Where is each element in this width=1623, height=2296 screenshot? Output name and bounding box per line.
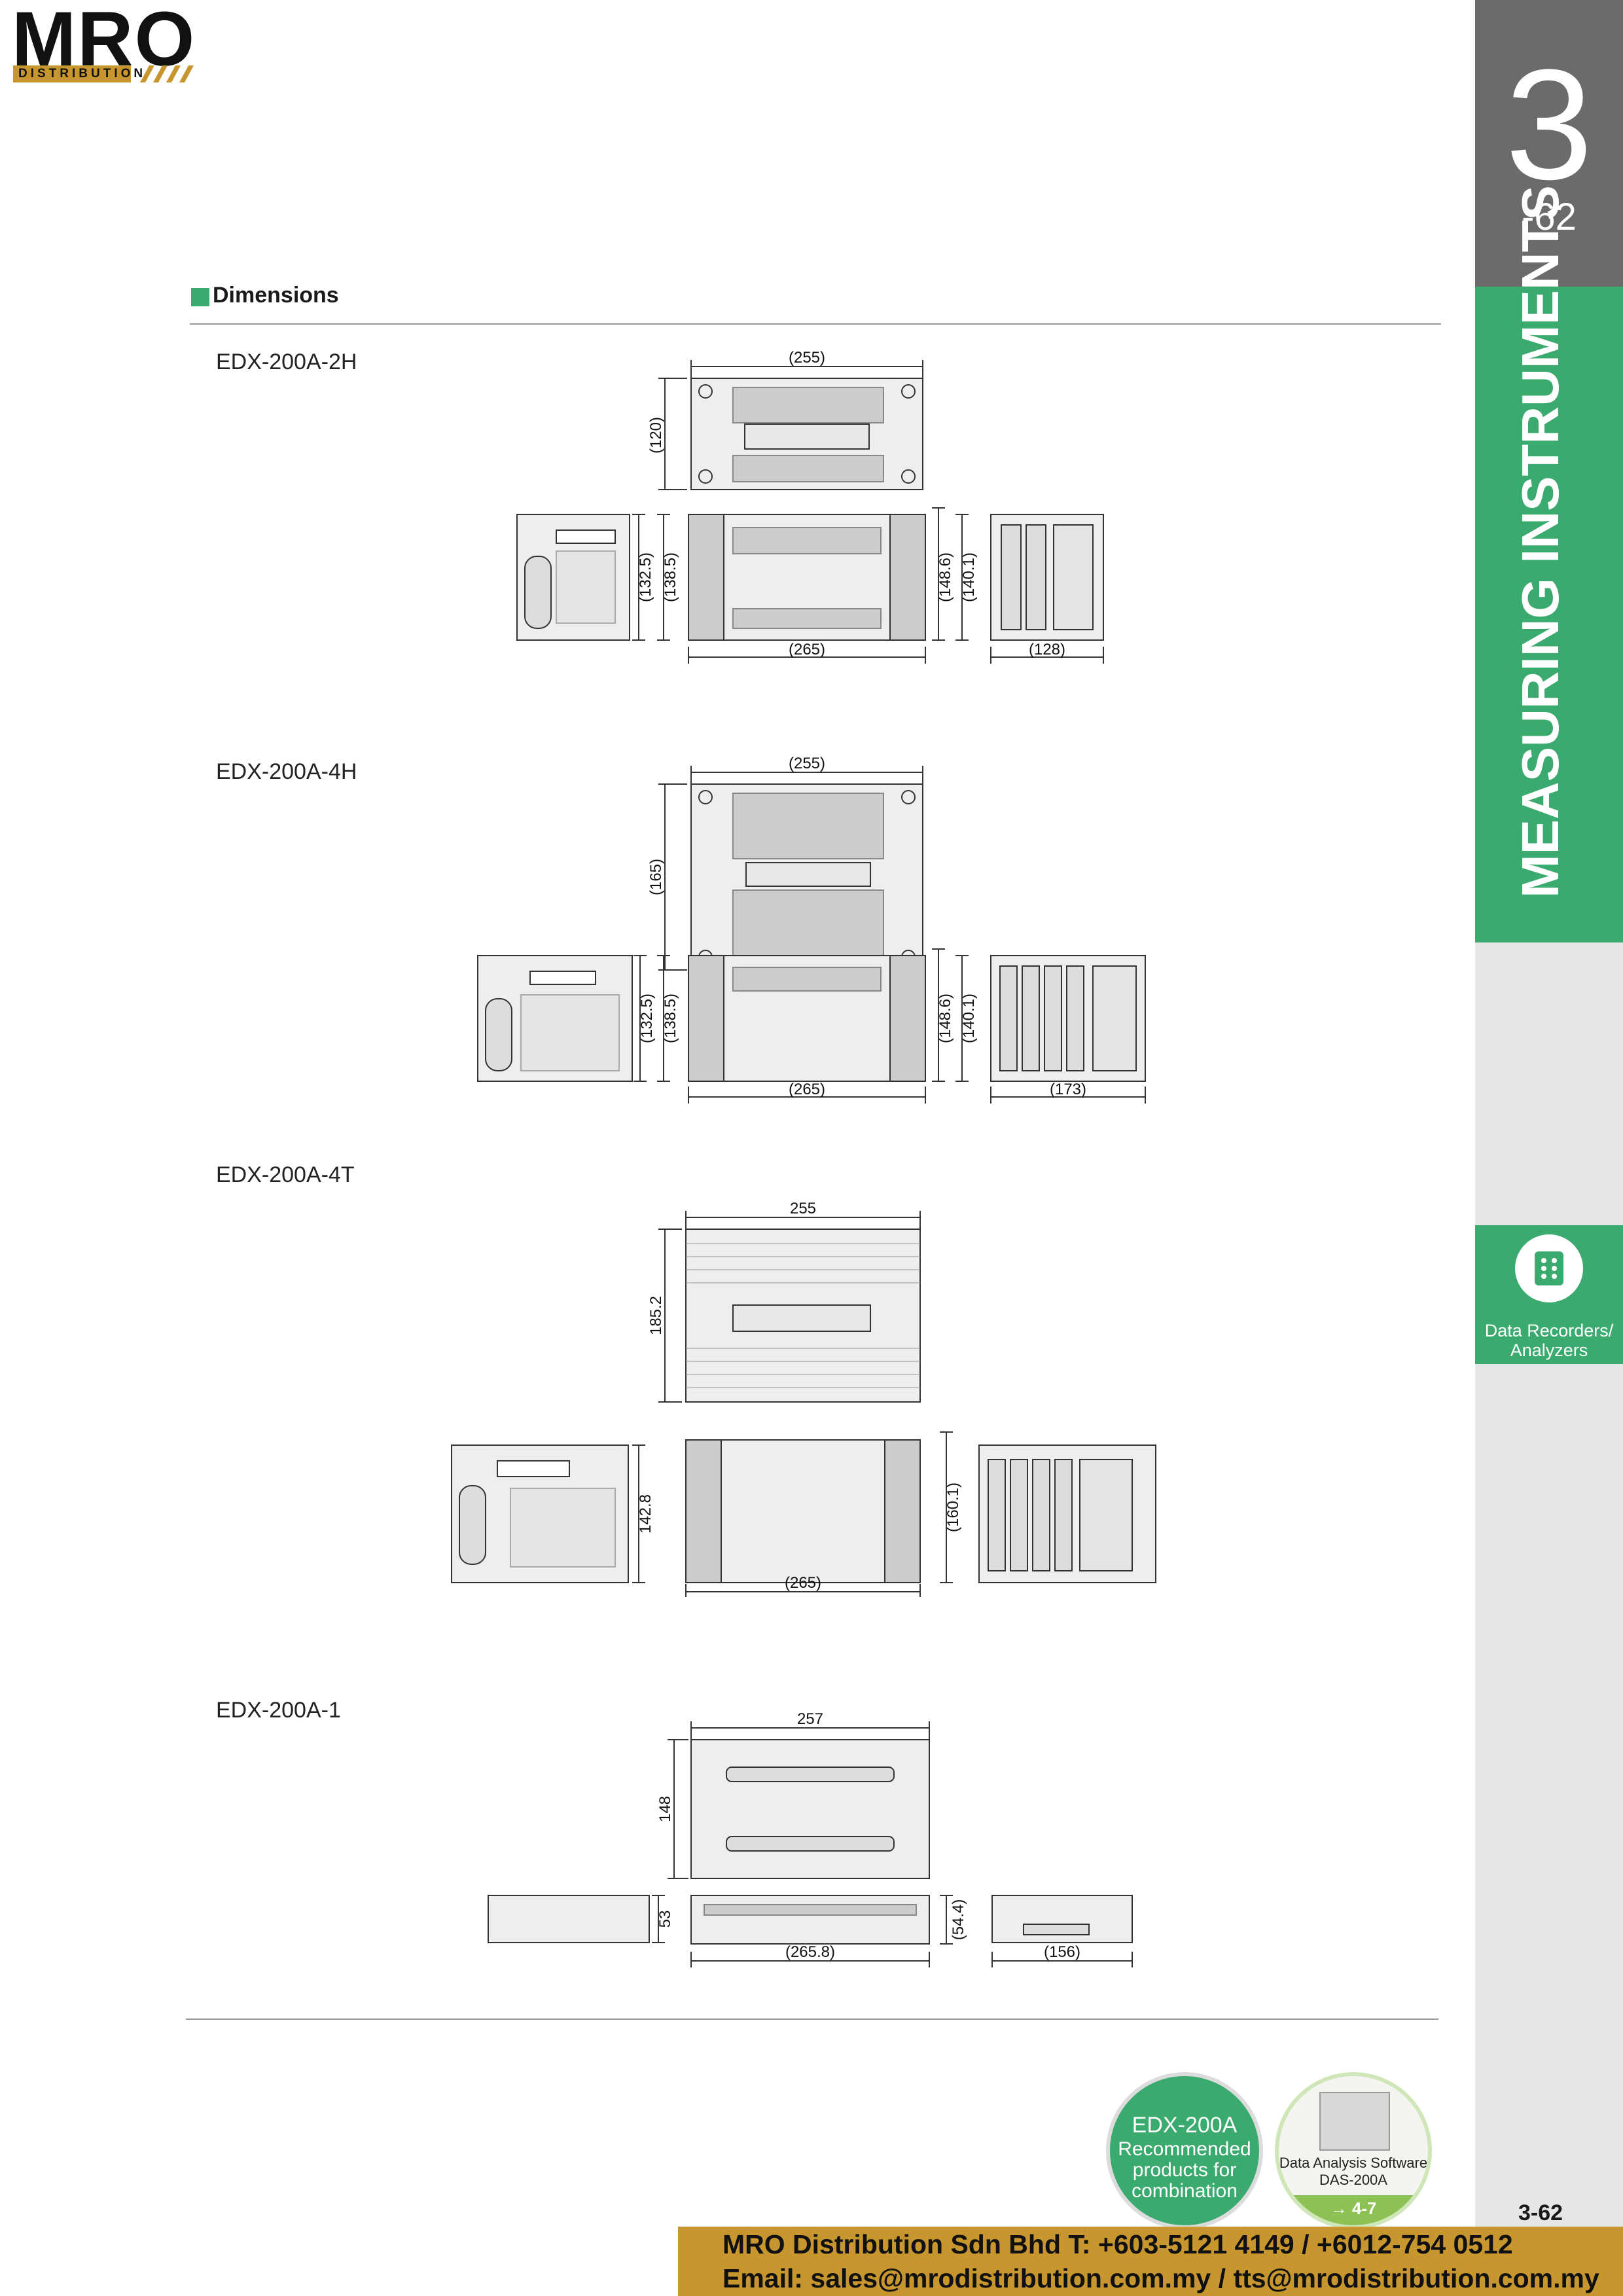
dim-side-length: (265)	[785, 1574, 821, 1592]
dim-side-length: (265)	[789, 641, 825, 658]
dim-top-width: (255)	[789, 349, 825, 367]
edx-200a-1-drawing: 257 148 53 (54.4) (265.8) (156)	[488, 1710, 1133, 1967]
footer-contact: MRO Distribution Sdn Bhd T: +603-5121 41…	[678, 2227, 1623, 2296]
edx-200a-4t-drawing: 255 185.2 142.8 (160.1) (265)	[451, 1200, 1156, 1597]
dim-top-width: 257	[797, 1710, 823, 1728]
dim-front-height: (138.5)	[662, 552, 679, 602]
model-label: EDX-200A-4H	[216, 759, 357, 784]
section-marker	[191, 288, 209, 306]
dim-rear-width: (173)	[1050, 1081, 1086, 1098]
section-tab	[1475, 287, 1623, 942]
dim-front-height: 53	[656, 1910, 674, 1928]
dim-top-depth: (165)	[647, 859, 665, 895]
chapter-page: -62	[1522, 196, 1577, 238]
dim-top-depth: 148	[656, 1796, 674, 1822]
model-label: EDX-200A-2H	[216, 350, 357, 374]
edx-200a-2h-drawing: (255) (120) (132.5) (138.5) (148.6) (140…	[516, 349, 1104, 664]
section-title: Dimensions	[213, 283, 339, 308]
data-recorder-icon	[1515, 1234, 1583, 1302]
section-tab-label: MEASURING INSTRUMENTS	[1511, 185, 1569, 898]
page-number: 3-62	[1518, 2200, 1563, 2225]
dim-side-height: (148.6)	[936, 994, 954, 1043]
software-screenshot	[1319, 2092, 1390, 2151]
model-label: EDX-200A-4T	[216, 1162, 355, 1187]
model-label: EDX-200A-1	[216, 1698, 341, 1723]
dim-side-length: (265.8)	[785, 1943, 835, 1961]
badge-model: EDX-200A	[1132, 2113, 1238, 2138]
category-tab[interactable]: Data Recorders/ Analyzers	[1475, 1225, 1623, 1364]
dim-side-height: (140.1)	[960, 552, 978, 602]
recommended-products-badge[interactable]: EDX-200A Recommended products for combin…	[1106, 2072, 1263, 2229]
dim-front-height: (132.5)	[637, 552, 654, 602]
dim-front-height: (138.5)	[662, 994, 679, 1043]
chapter-number: 3	[1505, 37, 1593, 212]
dim-front-height: (132.5)	[638, 994, 656, 1043]
dim-top-width: (255)	[789, 755, 825, 772]
footer-email: Email: sales@mrodistribution.com.my / tt…	[722, 2263, 1599, 2293]
dim-side-length: (265)	[789, 1081, 825, 1098]
dim-side-height: (140.1)	[960, 994, 978, 1043]
section-divider	[190, 323, 1441, 325]
category-label: Data Recorders/ Analyzers	[1484, 1321, 1614, 1360]
dim-rear-width: (128)	[1029, 641, 1065, 658]
dim-rear-width: (156)	[1044, 1943, 1080, 1961]
footer-company: MRO Distribution Sdn Bhd T: +603-5121 41…	[722, 2229, 1513, 2259]
dim-front-height: 142.8	[637, 1494, 654, 1534]
logo-stripes-icon	[140, 65, 194, 82]
chapter-tab: 3 -62	[1475, 0, 1623, 287]
dim-side-height: (148.6)	[936, 552, 954, 602]
dim-top-depth: 185.2	[647, 1296, 665, 1335]
dim-side-height: (54.4)	[950, 1899, 967, 1941]
dim-top-depth: (120)	[647, 417, 665, 454]
software-link[interactable]: → 4-7	[1279, 2195, 1428, 2225]
dim-side-height: (160.1)	[944, 1482, 962, 1532]
logo-subtext: DISTRIBUTION	[13, 65, 143, 82]
dim-top-width: 255	[790, 1200, 816, 1217]
bottom-divider	[186, 2018, 1438, 2020]
badge-text: Recommended products for combination	[1118, 2138, 1251, 2202]
edx-200a-4h-drawing: (255) (165) (132.5) (138.5) (148.6) (140…	[477, 755, 1146, 1103]
